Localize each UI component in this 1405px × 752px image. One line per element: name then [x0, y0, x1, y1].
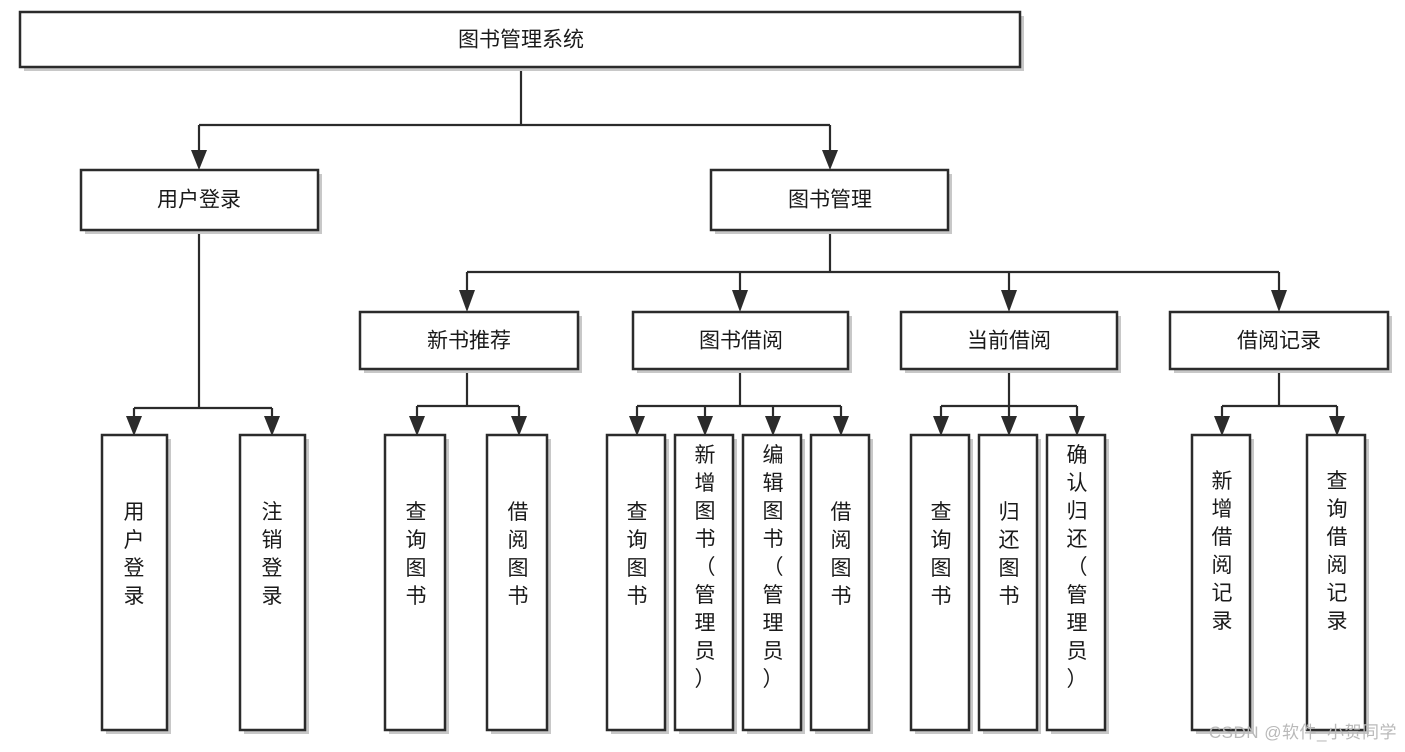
arrow-to-leaf-query-book-1: [409, 416, 425, 436]
node-leaf-edit-book-label: 编辑图书（管理员）: [763, 444, 784, 691]
node-leaf-logout-login[interactable]: 注销登录: [238, 433, 309, 734]
arrow-to-leaf-add-record: [1214, 416, 1230, 436]
node-current-borrow-label: 当前借阅: [967, 330, 1051, 353]
arrow-to-leaf-query-book-2: [629, 416, 645, 436]
arrow-to-leaf-query-book-3: [933, 416, 949, 436]
node-book-manage-label: 图书管理: [788, 189, 872, 212]
arrow-to-leaf-add-book: [697, 416, 713, 436]
node-current-borrow[interactable]: 当前借阅: [899, 310, 1121, 373]
node-leaf-confirm-return-label: 确认归还（管理员）: [1067, 444, 1088, 691]
arrow-to-leaf-logout-login: [264, 416, 280, 436]
node-leaf-query-record[interactable]: 查询借阅记录: [1305, 433, 1369, 734]
node-user-login-label: 用户登录: [157, 189, 241, 212]
node-leaf-query-record-label: 查询借阅记录: [1327, 470, 1348, 633]
node-leaf-query-book-2[interactable]: 查询图书: [605, 433, 669, 734]
node-user-login[interactable]: 用户登录: [79, 168, 322, 234]
arrow-to-book-manage: [822, 150, 838, 170]
node-borrow-record-label: 借阅记录: [1237, 330, 1321, 353]
node-leaf-borrow-book-1[interactable]: 借阅图书: [485, 433, 551, 734]
node-borrow-record[interactable]: 借阅记录: [1168, 310, 1392, 373]
node-book-borrow-label: 图书借阅: [699, 330, 783, 353]
csdn-watermark: CSDN @软件_小贺同学: [1208, 723, 1397, 742]
arrow-to-current-borrow: [1001, 290, 1017, 312]
node-leaf-edit-book[interactable]: 编辑图书（管理员）: [741, 433, 805, 734]
node-leaf-query-book-3-label: 查询图书: [931, 501, 952, 608]
arrow-to-book-borrow: [732, 290, 748, 312]
arrow-to-user-login: [191, 150, 207, 170]
arrow-to-leaf-borrow-book-2: [833, 416, 849, 436]
node-new-book-recommend[interactable]: 新书推荐: [358, 310, 582, 373]
node-leaf-return-book[interactable]: 归还图书: [977, 433, 1041, 734]
node-leaf-borrow-book-2[interactable]: 借阅图书: [809, 433, 873, 734]
node-leaf-user-login[interactable]: 用户登录: [100, 433, 171, 734]
arrow-to-leaf-return-book: [1001, 416, 1017, 436]
arrow-to-leaf-query-record: [1329, 416, 1345, 436]
node-leaf-logout-login-label: 注销登录: [262, 501, 283, 608]
node-leaf-borrow-book-2-label: 借阅图书: [831, 501, 852, 608]
node-root[interactable]: 图书管理系统: [18, 10, 1024, 71]
arrow-to-leaf-edit-book: [765, 416, 781, 436]
node-leaf-query-book-2-label: 查询图书: [627, 501, 648, 608]
node-book-manage[interactable]: 图书管理: [709, 168, 952, 234]
node-book-borrow[interactable]: 图书借阅: [631, 310, 852, 373]
node-leaf-user-login-label: 用户登录: [124, 501, 145, 608]
arrow-to-leaf-borrow-book-1: [511, 416, 527, 436]
connector-layer: [126, 67, 1345, 436]
arrow-to-new-book-recommend: [459, 290, 475, 312]
node-leaf-query-book-3[interactable]: 查询图书: [909, 433, 973, 734]
node-leaf-return-book-label: 归还图书: [999, 501, 1020, 608]
arrow-to-leaf-user-login: [126, 416, 142, 436]
node-leaf-add-book-label: 新增图书（管理员）: [695, 444, 716, 691]
node-leaf-query-book-1-label: 查询图书: [406, 501, 427, 608]
arrow-to-leaf-confirm-return: [1069, 416, 1085, 436]
node-leaf-add-record[interactable]: 新增借阅记录: [1190, 433, 1254, 734]
node-leaf-add-record-label: 新增借阅记录: [1212, 470, 1233, 633]
node-new-book-recommend-label: 新书推荐: [427, 330, 511, 353]
node-leaf-query-book-1[interactable]: 查询图书: [383, 433, 449, 734]
node-leaf-add-book[interactable]: 新增图书（管理员）: [673, 433, 737, 734]
arrow-to-borrow-record: [1271, 290, 1287, 312]
node-leaf-confirm-return[interactable]: 确认归还（管理员）: [1045, 433, 1109, 734]
node-leaf-borrow-book-1-label: 借阅图书: [508, 501, 529, 608]
node-root-label: 图书管理系统: [458, 29, 584, 52]
